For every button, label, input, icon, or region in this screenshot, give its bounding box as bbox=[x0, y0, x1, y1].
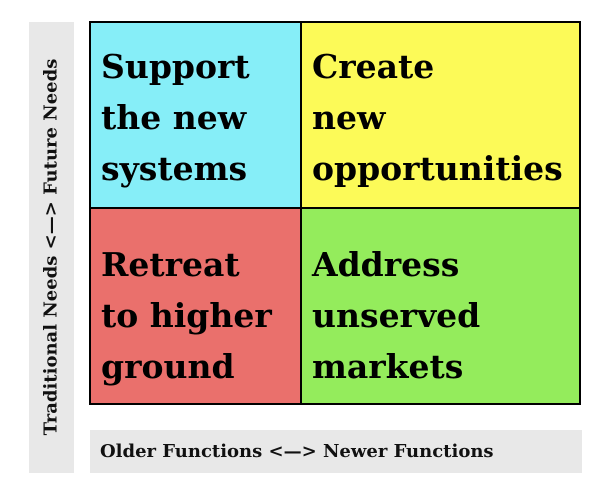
quadrant-top-right: Create new opportunities bbox=[302, 23, 579, 209]
quadrant-bottom-right: Address unserved markets bbox=[302, 209, 579, 403]
x-axis-label: Older Functions <—> Newer Functions bbox=[100, 441, 494, 462]
x-axis-band: Older Functions <—> Newer Functions bbox=[90, 430, 582, 473]
quadrant-top-left: Support the new systems bbox=[91, 23, 302, 209]
y-axis-label: Traditional Needs <—> Future Needs bbox=[40, 58, 62, 436]
quadrant-grid: Support the new systems Create new oppor… bbox=[89, 21, 581, 405]
y-axis-band bbox=[29, 22, 74, 473]
quadrant-bottom-left: Retreat to higher ground bbox=[91, 209, 302, 403]
